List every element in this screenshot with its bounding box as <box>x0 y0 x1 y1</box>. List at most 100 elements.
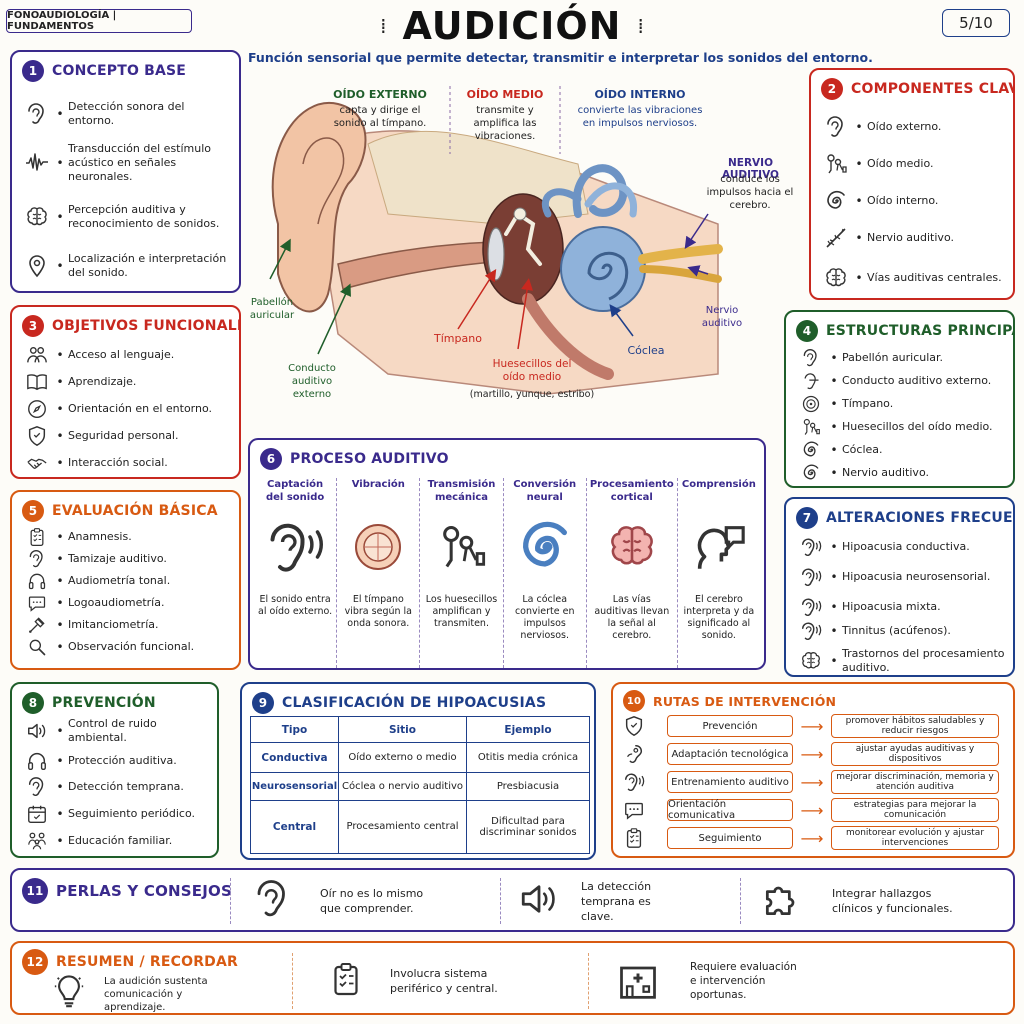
clipboard-icon <box>619 827 649 849</box>
step-title: Conversión neural <box>513 479 577 503</box>
people-icon <box>22 344 52 366</box>
section-number: 10 <box>623 690 645 712</box>
list-item: •Seguimiento periódico. <box>22 800 209 828</box>
section-title: ESTRUCTURAS PRINCIPALES <box>826 323 1013 339</box>
panel-title: 7 ALTERACIONES FRECUENTES <box>796 507 1013 529</box>
eardrum-icon <box>350 512 406 582</box>
list-item: •Transducción del estímulo acústico en s… <box>22 136 231 190</box>
item-text: Logoaudiometría. <box>68 596 165 609</box>
puzzle-icon <box>760 877 804 925</box>
shield-icon <box>619 715 649 737</box>
list-item: •Hipoacusia conductiva. <box>796 535 1005 559</box>
panel-componentes-clave: 2 COMPONENTES CLAVE •Oído externo. •Oído… <box>809 68 1015 300</box>
section-title: COMPONENTES CLAVE <box>851 81 1015 97</box>
panel-title: 2 COMPONENTES CLAVE <box>821 78 1015 100</box>
panel-evaluacion-basica: 5 EVALUACIÓN BÁSICA •Anamnesis. •Tamizaj… <box>10 490 241 670</box>
header-tag-label: FONOAUDIOLOGÍA | FUNDAMENTOS <box>7 10 117 32</box>
item-text: Oído medio. <box>867 156 934 170</box>
lightbulb-icon <box>52 975 86 1013</box>
label-oido-medio-text: transmite y amplifica las vibraciones. <box>473 105 537 142</box>
panel-title: 4 ESTRUCTURAS PRINCIPALES <box>796 320 1013 342</box>
item-text: Conducto auditivo externo. <box>842 373 992 387</box>
route-row: Adaptación tecnológica ⟶ ajustar ayudas … <box>619 740 1007 768</box>
label-nervio: Nervio auditivo <box>701 305 743 329</box>
arrow-right-icon: ⟶ <box>800 828 824 848</box>
route-row: Orientación comunicativa ⟶ estrategias p… <box>619 796 1007 824</box>
summary-text: Involucra sistema periférico y central. <box>390 967 498 995</box>
route-label: Seguimiento <box>667 827 793 849</box>
label-oido-externo-text: capta y dirige el sonido al tímpano. <box>333 105 427 129</box>
waveform-icon <box>22 151 52 175</box>
item-text: Tímpano. <box>842 396 894 410</box>
route-label: Orientación comunicativa <box>667 799 793 821</box>
route-action: estrategias para mejorar la comunicación <box>831 798 999 822</box>
tip-item: La detección temprana es clave. <box>517 876 747 926</box>
route-row: Entrenamiento auditivo ⟶ mejorar discrim… <box>619 768 1007 796</box>
list-item: •Tímpano. <box>796 392 1005 415</box>
table-row: Central Procesamiento central Dificultad… <box>250 799 590 855</box>
item-text: Vías auditivas centrales. <box>867 271 1002 284</box>
ear-icon <box>821 115 851 139</box>
section-title: ALTERACIONES FRECUENTES <box>826 510 1013 526</box>
item-text: Localización e interpretación del sonido… <box>68 252 227 279</box>
list-item: •Hipoacusia neurosensorial. <box>796 559 1005 595</box>
item-text: Acceso al lenguaje. <box>68 347 175 361</box>
route-action: monitorear evolución y ajustar intervenc… <box>831 826 999 850</box>
ear-sound-icon <box>796 536 826 558</box>
item-text: Tamizaje auditivo. <box>68 552 167 565</box>
panel-title: 3 OBJETIVOS FUNCIONALES <box>22 315 241 337</box>
table-header-cell: Tipo <box>250 716 339 743</box>
list-item: •Pabellón auricular. <box>796 346 1005 369</box>
step-text: La cóclea convierte en impulsos nervioso… <box>514 594 575 641</box>
step-text: Los huesecillos amplifican y transmiten. <box>425 594 498 629</box>
ear-sound-icon <box>796 620 826 642</box>
step-title: Vibración <box>351 479 405 490</box>
arrow-right-icon: ⟶ <box>800 772 824 792</box>
section-title: PREVENCIÓN <box>52 695 156 711</box>
section-number: 6 <box>260 448 282 470</box>
section-number: 1 <box>22 60 44 82</box>
ossicles-icon <box>821 152 851 176</box>
section-number: 11 <box>22 878 48 904</box>
panel-title: 10 RUTAS DE INTERVENCIÓN <box>623 690 836 712</box>
speech-bubble-icon <box>22 593 52 613</box>
table-header-row: Tipo Sitio Ejemplo <box>250 716 590 743</box>
page-title: ⁞ AUDICIÓN ⁞ <box>300 4 724 48</box>
cochlea-icon <box>796 440 826 460</box>
list-item: •Trastornos del procesamiento auditivo. <box>796 643 1005 675</box>
summary-text: La audición sustenta comunicación y apre… <box>104 975 208 1013</box>
list-item: •Nervio auditivo. <box>821 219 1005 256</box>
process-step: Procesamiento cortical Las vías auditiva… <box>587 478 678 668</box>
section-title: RUTAS DE INTERVENCIÓN <box>653 693 837 709</box>
speech-bubble-icon <box>619 799 649 821</box>
item-text: Educación familiar. <box>68 834 173 847</box>
page-title-text: AUDICIÓN <box>402 4 622 48</box>
list-item: •Vías auditivas centrales. <box>821 256 1005 300</box>
label-pabellon: Pabellón auricular <box>249 297 295 321</box>
panel-title: 9 CLASIFICACIÓN DE HIPOACUSIAS <box>252 692 546 714</box>
ear-icon <box>22 102 52 126</box>
list-item: •Percepción auditiva y reconocimiento de… <box>22 190 231 244</box>
table-header-cell: Ejemplo <box>466 716 590 743</box>
label-coclea: Cóclea <box>627 344 665 357</box>
table-cell: Cóclea o nervio auditivo <box>338 772 467 801</box>
item-text: Imitanciometría. <box>68 618 159 631</box>
list-item: •Cóclea. <box>796 438 1005 461</box>
process-step: Conversión neural La cóclea convierte en… <box>504 478 587 668</box>
list-item: •Control de ruido ambiental. <box>22 714 209 748</box>
route-row: Seguimiento ⟶ monitorear evolución y aju… <box>619 824 1007 852</box>
section-title: OBJETIVOS FUNCIONALES <box>52 318 241 334</box>
panel-estructuras-principales: 4 ESTRUCTURAS PRINCIPALES •Pabellón auri… <box>784 310 1015 488</box>
page-number: 5/10 <box>959 14 993 32</box>
item-text: Orientación en el entorno. <box>68 401 213 415</box>
ear-sound-icon <box>796 596 826 618</box>
table-cell: Conductiva <box>250 741 339 774</box>
label-huesecillos-sub: (martillo, yunque, estribo) <box>469 389 595 400</box>
label-huesecillos: Huesecillos del oído medio <box>492 358 572 383</box>
tip-text: Integrar hallazgos clínicos y funcionale… <box>832 887 953 915</box>
section-title: EVALUACIÓN BÁSICA <box>52 503 218 519</box>
section-number: 9 <box>252 692 274 714</box>
speaker-icon <box>517 878 561 924</box>
section-number: 2 <box>821 78 843 100</box>
clipboard-icon <box>328 959 364 1003</box>
